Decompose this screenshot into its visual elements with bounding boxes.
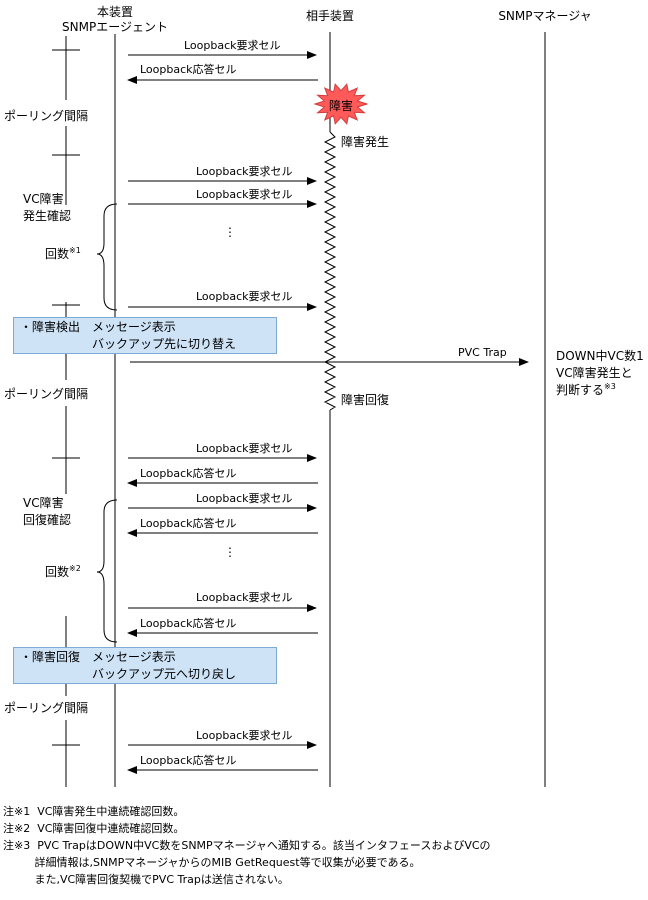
svg-text:Loopback応答セル: Loopback応答セル (140, 516, 237, 530)
footnotes: 注※1 VC障害発生中連続確認回数。 注※2 VC障害回復中連続確認回数。 注※… (3, 803, 491, 888)
manager-note-line2: VC障害発生と (556, 365, 633, 380)
fault-confirm-brace (96, 203, 118, 311)
svg-text:Loopback要求セル: Loopback要求セル (196, 492, 293, 505)
fault-burst-icon: 障害 (313, 83, 369, 125)
fault-recover-label: 障害回復 (341, 392, 389, 407)
message-loopback-response-3: Loopback応答セル (127, 516, 318, 537)
footnote-3b: 詳細情報は,SNMPマネージャからのMIB GetRequest等で収集が必要で… (3, 856, 421, 869)
polling-interval-label-2: ポーリング間隔 (4, 387, 88, 401)
fault-count-label: 回数※1 (45, 246, 81, 261)
footnote-3c: また,VC障害回復契機でPVC Trapは送信されない。 (3, 873, 289, 886)
svg-text:Loopback応答セル: Loopback応答セル (140, 62, 237, 76)
fault-recover-line2: バックアップ元へ切り戻し (20, 667, 237, 681)
svg-text:障害: 障害 (329, 98, 353, 113)
svg-text:PVC Trap: PVC Trap (458, 346, 507, 359)
fault-detect-box: ・障害検出 メッセージ表示 バックアップ先に切り替え (13, 317, 277, 354)
vc-recovery-confirm-label-1: VC障害 (23, 495, 64, 510)
partner-header: 相手装置 (306, 9, 354, 23)
svg-text:Loopback要求セル: Loopback要求セル (196, 188, 293, 201)
message-loopback-request-5: Loopback要求セル (128, 442, 317, 462)
fault-ellipsis: ⋮ (224, 225, 236, 239)
svg-text:Loopback応答セル: Loopback応答セル (140, 466, 237, 480)
message-loopback-request-4: Loopback要求セル (128, 290, 317, 311)
svg-text:Loopback要求セル: Loopback要求セル (196, 591, 293, 604)
manager-note-line3: 判断する※3 (556, 382, 616, 397)
manager-header: SNMPマネージャ (498, 9, 591, 23)
message-loopback-request-3: Loopback要求セル (128, 188, 317, 208)
svg-text:Loopback要求セル: Loopback要求セル (196, 729, 293, 742)
message-loopback-request-7: Loopback要求セル (128, 591, 317, 612)
recovery-count-label: 回数※2 (45, 564, 81, 579)
recovery-ellipsis: ⋮ (224, 545, 236, 559)
svg-text:Loopback応答セル: Loopback応答セル (140, 753, 237, 767)
recovery-confirm-brace (96, 499, 118, 643)
fault-recover-box: ・障害回復 メッセージ表示 バックアップ元へ切り戻し (13, 647, 277, 684)
vc-fault-confirm-label-2: 発生確認 (23, 208, 71, 223)
fault-detect-line2: バックアップ先に切り替え (20, 337, 237, 351)
svg-text:Loopback要求セル: Loopback要求セル (196, 290, 293, 303)
fault-occur-label: 障害発生 (341, 134, 389, 149)
partner-fault-zigzag (323, 131, 337, 411)
polling-interval-label-3: ポーリング間隔 (4, 701, 88, 715)
message-loopback-request-6: Loopback要求セル (128, 492, 317, 512)
svg-text:Loopback要求セル: Loopback要求セル (196, 165, 293, 178)
manager-note-line1: DOWN中VC数1 (556, 348, 644, 363)
polling-interval-label-1: ポーリング間隔 (4, 109, 88, 123)
message-loopback-request-8: Loopback要求セル (128, 729, 317, 749)
svg-text:Loopback要求セル: Loopback要求セル (196, 442, 293, 455)
svg-text:Loopback要求セル: Loopback要求セル (184, 39, 281, 52)
message-loopback-response-2: Loopback応答セル (127, 466, 318, 487)
device-header-line2: SNMPエージェント (62, 20, 168, 34)
svg-text:Loopback応答セル: Loopback応答セル (140, 616, 237, 630)
footnote-3a: 注※3 PVC TrapはDOWN中VC数をSNMPマネージャへ通知する。該当イ… (3, 839, 491, 852)
vc-recovery-confirm-label-2: 回復確認 (23, 512, 71, 527)
footnote-1: 注※1 VC障害発生中連続確認回数。 (3, 805, 185, 818)
message-loopback-request-1: Loopback要求セル (128, 39, 317, 59)
message-loopback-response-5: Loopback応答セル (127, 753, 318, 774)
message-loopback-response-1: Loopback応答セル (127, 62, 318, 84)
vc-fault-confirm-label-1: VC障害 (23, 191, 64, 206)
device-header-line1: 本装置 (97, 5, 133, 19)
fault-recover-line1: ・障害回復 メッセージ表示 (20, 650, 176, 664)
message-loopback-request-2: Loopback要求セル (128, 165, 317, 185)
message-loopback-response-4: Loopback応答セル (127, 616, 318, 637)
footnote-2: 注※2 VC障害回復中連続確認回数。 (3, 822, 185, 835)
message-pvc-trap: PVC Trap (130, 346, 529, 366)
fault-detect-line1: ・障害検出 メッセージ表示 (20, 320, 176, 334)
polling-timeline (52, 36, 80, 787)
